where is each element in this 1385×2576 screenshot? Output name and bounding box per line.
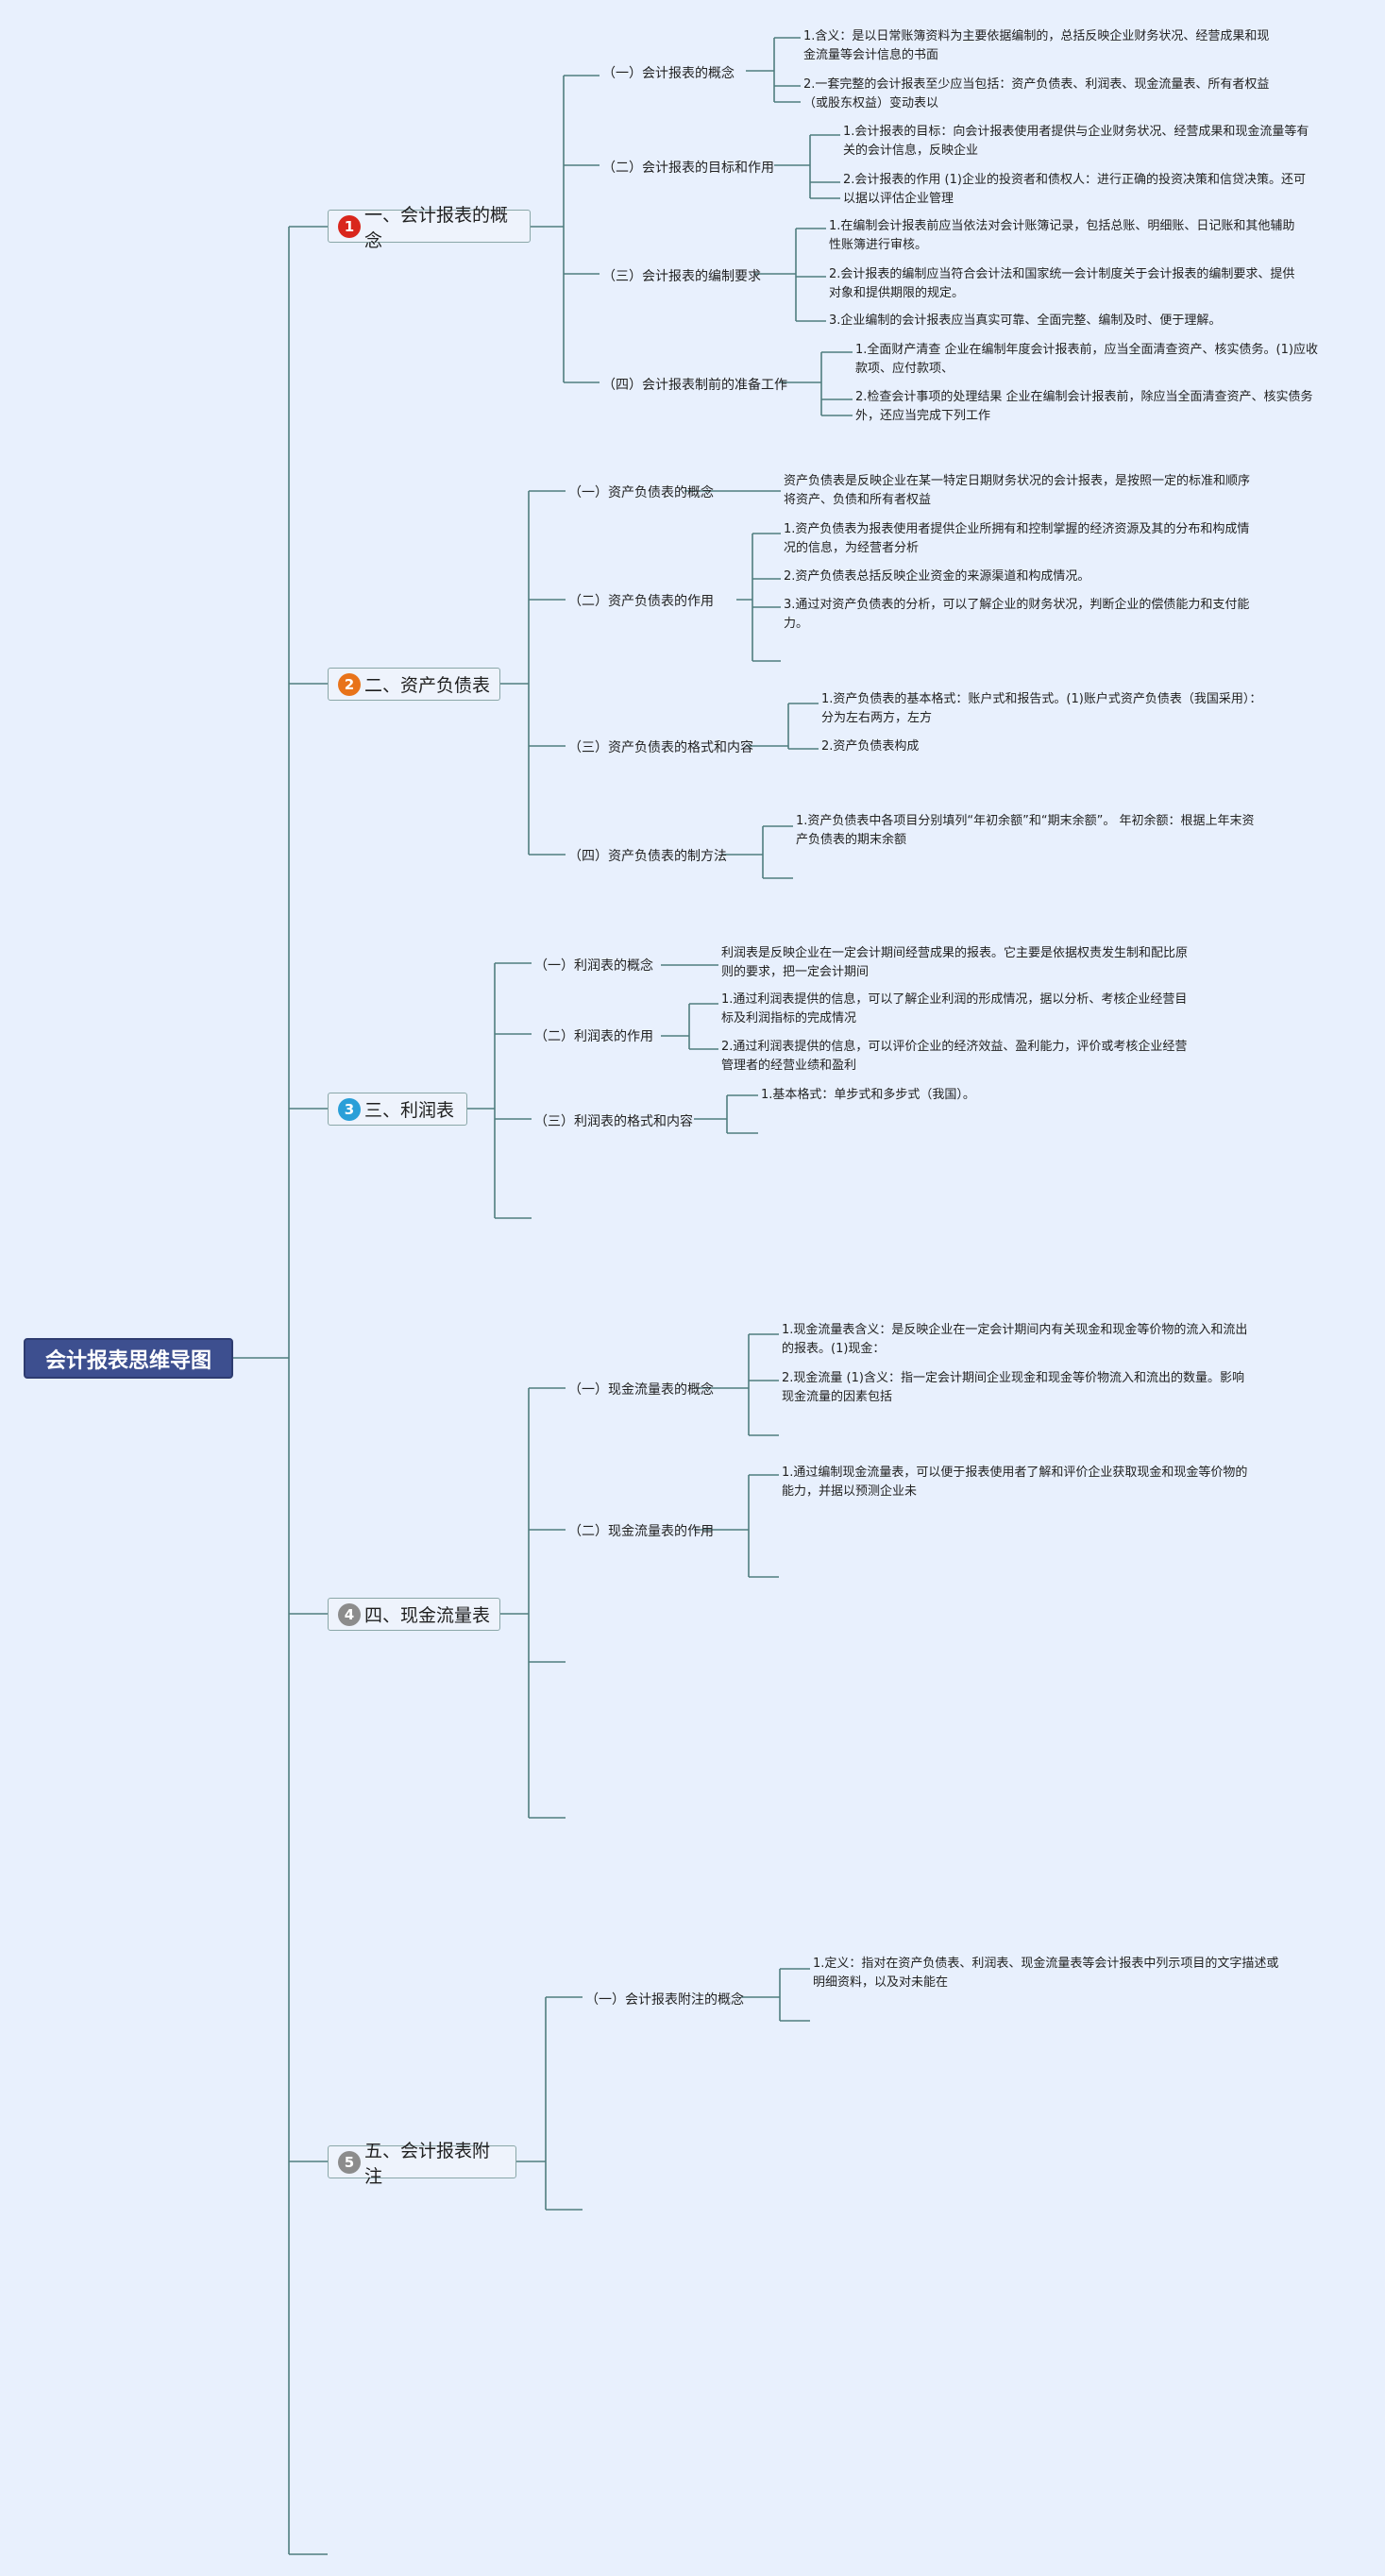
leaf-node: 2.会计报表的编制应当符合会计法和国家统一会计制度关于会计报表的编制要求、提供对… (829, 267, 1295, 300)
sub-node[interactable]: （二）利润表的作用 (534, 1029, 653, 1044)
leaf-node: 2.资产负债表总括反映企业资金的来源渠道和构成情况。 (784, 569, 1090, 584)
leaf-node: 1.全面财产清查 企业在编制年度会计报表前，应当全面清查资产、核实债务。(1)应… (855, 343, 1318, 376)
sub-node[interactable]: （三）会计报表的编制要求 (602, 269, 761, 284)
branch-label: 三、利润表 (364, 1100, 455, 1121)
leaf-node: 1.现金流量表含义：是反映企业在一定会计期间内有关现金和现金等价物的流入和流出的… (782, 1323, 1248, 1356)
leaf-node: 1.定义：指对在资产负债表、利润表、现金流量表等会计报表中列示项目的文字描述或明… (813, 1957, 1279, 1990)
branch-node-4[interactable]: 4 四、现金流量表 (328, 1598, 500, 1631)
leaf-node: 资产负债表是反映企业在某一特定日期财务状况的会计报表，是按照一定的标准和顺序将资… (784, 474, 1251, 507)
sub-node[interactable]: （二）资产负债表的作用 (568, 594, 714, 609)
sub-node[interactable]: （一）利润表的概念 (534, 958, 653, 974)
branch-node-2[interactable]: 2 二、资产负债表 (328, 668, 500, 701)
leaf-node: 1.在编制会计报表前应当依法对会计账簿记录，包括总账、明细账、日记账和其他辅助性… (829, 219, 1295, 252)
sub-node[interactable]: （四）会计报表制前的准备工作 (602, 378, 787, 393)
branch-label: 五、会计报表附注 (364, 2140, 491, 2187)
branch-node-1[interactable]: 1 一、会计报表的概念 (328, 205, 531, 251)
branch-node-5[interactable]: 5 五、会计报表附注 (328, 2141, 516, 2187)
sub-node[interactable]: （二）现金流量表的作用 (568, 1524, 714, 1539)
leaf-node: 1.通过利润表提供的信息，可以了解企业利润的形成情况，据以分析、考核企业经营目标… (721, 992, 1188, 1025)
leaf-node: 1.资产负债表为报表使用者提供企业所拥有和控制掌握的经济资源及其的分布和构成情况… (784, 522, 1250, 555)
branch-label: 二、资产负债表 (364, 675, 491, 696)
leaf-node: 2.现金流量 (1)含义：指一定会计期间企业现金和现金等价物流入和流出的数量。影… (782, 1371, 1244, 1404)
number-5-icon: 5 (338, 2150, 361, 2174)
leaf-node: 2.一套完整的会计报表至少应当包括：资产负债表、利润表、现金流量表、所有者权益（… (803, 77, 1270, 110)
leaf-node: 1.会计报表的目标：向会计报表使用者提供与企业财务状况、经营成果和现金流量等有关… (843, 125, 1309, 158)
sub-node[interactable]: （二）会计报表的目标和作用 (602, 161, 774, 176)
number-4-icon: 4 (338, 1602, 361, 1626)
branch-node-3[interactable]: 3 三、利润表 (328, 1093, 467, 1126)
sub-node[interactable]: （四）资产负债表的制方法 (568, 849, 727, 864)
root-node[interactable]: 会计报表思维导图 (24, 1338, 233, 1379)
leaf-node: 2.资产负债表构成 (821, 739, 920, 754)
sub-node[interactable]: （一）资产负债表的概念 (568, 485, 714, 500)
number-2-icon: 2 (338, 672, 361, 696)
leaf-node: 2.会计报表的作用 (1)企业的投资者和债权人：进行正确的投资决策和信贷决策。还… (843, 173, 1306, 206)
leaf-node: 1.含义：是以日常账簿资料为主要依据编制的，总括反映企业财务状况、经营成果和现金… (803, 29, 1270, 62)
leaf-node: 3.通过对资产负债表的分析，可以了解企业的财务状况，判断企业的偿债能力和支付能力… (784, 598, 1250, 631)
number-3-icon: 3 (338, 1097, 361, 1121)
sub-node[interactable]: （三）利润表的格式和内容 (534, 1114, 693, 1129)
branch-label: 一、会计报表的概念 (364, 204, 509, 251)
root-connector (233, 227, 290, 2554)
number-1-icon: 1 (338, 214, 361, 238)
sub-node[interactable]: （一）现金流量表的概念 (568, 1382, 714, 1398)
sub-node[interactable]: （三）资产负债表的格式和内容 (568, 740, 753, 755)
leaf-node: 1.资产负债表的基本格式：账户式和报告式。(1)账户式资产负债表（我国采用）：分… (821, 692, 1262, 725)
leaf-node: 2.检查会计事项的处理结果 企业在编制会计报表前，除应当全面清查资产、核实债务外… (855, 390, 1313, 423)
leaf-node: 3.企业编制的会计报表应当真实可靠、全面完整、编制及时、便于理解。 (829, 314, 1222, 328)
leaf-node: 1.资产负债表中各项目分别填列“年初余额”和“期末余额”。 年初余额：根据上年末… (796, 814, 1255, 847)
leaf-node: 1.通过编制现金流量表，可以便于报表使用者了解和评价企业获取现金和现金等价物的能… (782, 1466, 1248, 1499)
sub-node[interactable]: （一）会计报表的概念 (602, 66, 735, 81)
branch-label: 四、现金流量表 (364, 1605, 491, 1626)
leaf-node: 1.基本格式：单步式和多步式（我国）。 (761, 1088, 975, 1102)
leaf-node: 利润表是反映企业在一定会计期间经营成果的报表。它主要是依据权责发生制和配比原则的… (721, 946, 1189, 979)
sub-node[interactable]: （一）会计报表附注的概念 (585, 1992, 744, 2008)
leaf-node: 2.通过利润表提供的信息，可以评价企业的经济效益、盈利能力，评价或考核企业经营管… (721, 1040, 1188, 1073)
